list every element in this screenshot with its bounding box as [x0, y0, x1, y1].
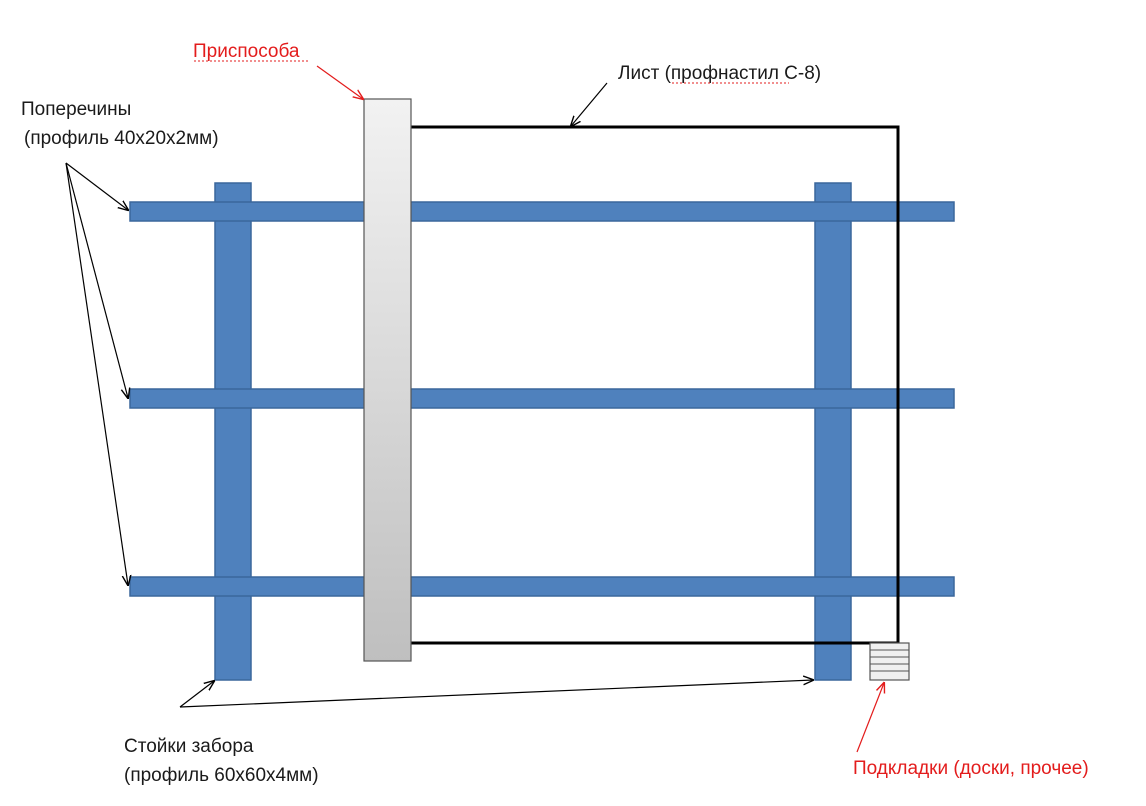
crossbar-bottom — [129, 576, 955, 597]
jig-arrow-icon — [316, 65, 363, 99]
crossbar-middle-arrow-icon — [65, 162, 128, 398]
shims-stack-icon — [869, 642, 910, 681]
crossbar-top — [129, 201, 955, 222]
posts-label-line2: (профиль 60х60х4мм) — [124, 765, 319, 786]
crossbar-bottom-arrow-icon — [65, 162, 128, 585]
posts-label-line1: Стойки забора — [124, 736, 254, 757]
shims-label: Подкладки (доски, прочее) — [853, 758, 1089, 779]
crossbar-top-arrow-icon — [65, 162, 128, 210]
shims-arrow-icon — [856, 683, 884, 753]
sheet-label: Лист (профнастил С-8) — [618, 63, 821, 84]
crossbars-label-line2: (профиль 40х20х2мм) — [24, 128, 219, 149]
jig-bar — [363, 98, 412, 662]
fence-post-left — [214, 182, 252, 681]
fence-post-right — [814, 182, 852, 681]
post-right-arrow-icon — [179, 680, 813, 708]
sheet-arrow-icon — [571, 82, 608, 126]
sheet-outline — [411, 125, 900, 645]
jig-label: Приспособа — [193, 41, 300, 62]
crossbars-label-line1: Поперечины — [21, 99, 131, 120]
crossbar-middle — [129, 388, 955, 409]
post-left-arrow-icon — [179, 681, 214, 708]
